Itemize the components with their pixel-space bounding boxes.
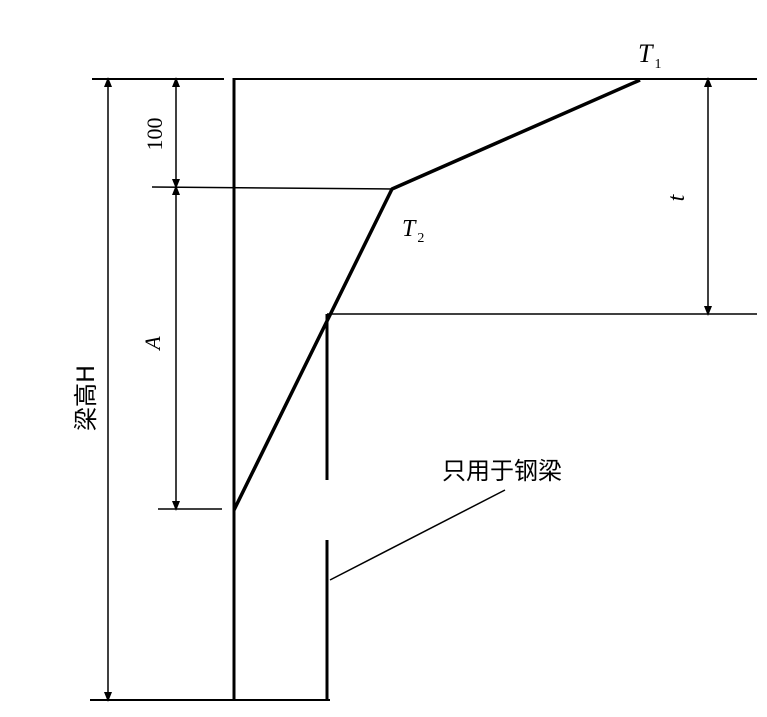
label-dim-t: t [664, 193, 690, 201]
label-dim-100: 100 [142, 118, 167, 151]
label-steel-only-note: 只用于钢梁 [442, 457, 562, 485]
label-dim-a: A [140, 336, 165, 352]
note-leader-line [329, 489, 506, 581]
ref-line-100 [151, 186, 393, 190]
temperature-profile-line [232, 78, 641, 511]
label-beam-height: 梁高H [72, 365, 100, 431]
